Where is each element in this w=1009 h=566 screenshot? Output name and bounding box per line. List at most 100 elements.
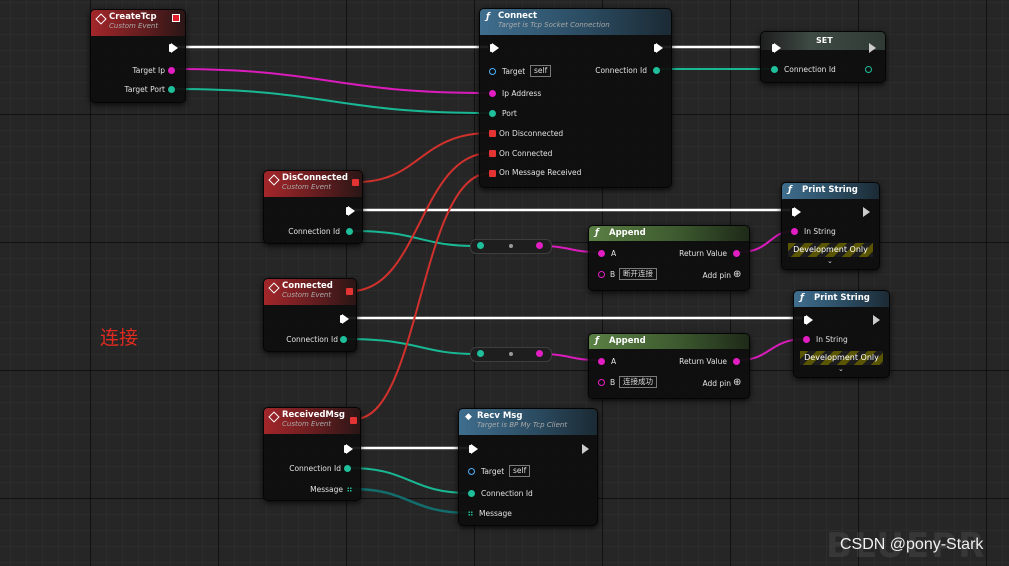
node-recv-msg[interactable]: ◆ Recv Msg Target is BP My Tcp Client Ta…: [458, 408, 598, 526]
node-set[interactable]: SET Connection Id: [760, 31, 886, 83]
pin-label-ip-address: Ip Address: [502, 89, 542, 98]
exec-out-pin[interactable]: [344, 444, 353, 454]
node-title: Print String: [814, 293, 870, 303]
connection-id-pin[interactable]: [340, 336, 347, 343]
target-pin[interactable]: [489, 68, 496, 75]
connection-id-pin[interactable]: [468, 490, 475, 497]
target-ip-pin[interactable]: [168, 67, 175, 74]
conversion-node-1[interactable]: [470, 239, 552, 254]
function-icon: ƒ: [595, 228, 599, 238]
on-message-received-pin[interactable]: [489, 170, 496, 177]
int-wire: [173, 88, 491, 114]
message-array-pin[interactable]: [468, 511, 473, 516]
node-disconnected[interactable]: DisConnected Custom Event Connection Id: [263, 170, 363, 244]
b-pin[interactable]: [598, 379, 605, 386]
connection-id-out-pin[interactable]: [865, 66, 872, 73]
int-wire: [349, 467, 470, 494]
event-icon: [268, 411, 280, 423]
on-disconnected-pin[interactable]: [489, 130, 496, 137]
exec-in-pin[interactable]: [490, 43, 499, 53]
delegate-out-pin[interactable]: [346, 288, 353, 295]
node-received-msg[interactable]: ReceivedMsg Custom Event Connection Id M…: [263, 407, 361, 501]
b-value-field[interactable]: 断开连接: [619, 268, 657, 280]
node-append-1[interactable]: ƒ Append A Return Value B 断开连接 Add pin ⊕: [588, 225, 750, 291]
connection-id-pin[interactable]: [344, 465, 351, 472]
delegate-wire: [350, 152, 491, 292]
exec-out-pin[interactable]: [346, 206, 355, 216]
exec-in-pin[interactable]: [804, 315, 813, 325]
conversion-node-2[interactable]: [470, 347, 552, 362]
node-header: ƒ Connect Target is Tcp Socket Connectio…: [480, 9, 671, 35]
b-pin[interactable]: [598, 271, 605, 278]
node-header: Connected Custom Event: [264, 279, 356, 305]
pin-label-in-string: In String: [804, 227, 836, 236]
ip-address-pin[interactable]: [489, 90, 496, 97]
b-value-field[interactable]: 连接成功: [619, 376, 657, 388]
connection-id-pin[interactable]: [346, 228, 353, 235]
target-port-pin[interactable]: [168, 86, 175, 93]
delegate-out-pin[interactable]: [352, 179, 359, 186]
a-pin[interactable]: [598, 250, 605, 257]
conversion-dot-icon: [509, 244, 513, 248]
node-print-string-2[interactable]: ƒ Print String In String Development Onl…: [793, 290, 890, 378]
return-value-pin[interactable]: [733, 358, 740, 365]
pin-label-on-connected: On Connected: [499, 149, 553, 158]
node-header: ƒ Print String: [782, 183, 879, 199]
exec-out-pin[interactable]: [873, 315, 881, 325]
node-title: Append: [609, 336, 646, 346]
add-pin-icon[interactable]: ⊕: [733, 269, 742, 280]
node-subtitle: Custom Event: [282, 420, 332, 428]
node-connect[interactable]: ƒ Connect Target is Tcp Socket Connectio…: [479, 8, 672, 188]
exec-out-pin[interactable]: [863, 207, 871, 217]
message-array-pin[interactable]: [347, 487, 352, 492]
comment-text: 连接: [100, 327, 139, 349]
chevron-down-icon[interactable]: ⌄: [838, 365, 844, 373]
development-only-banner: Development Only: [788, 243, 873, 257]
exec-in-pin[interactable]: [772, 43, 781, 53]
int-wire: [345, 338, 477, 355]
chevron-down-icon[interactable]: ⌄: [827, 257, 833, 265]
connection-id-out-pin[interactable]: [653, 67, 660, 74]
target-value-field[interactable]: self: [530, 65, 552, 77]
pin-label-target: Target: [481, 467, 505, 476]
exec-in-pin[interactable]: [792, 207, 801, 217]
target-value-field[interactable]: self: [509, 465, 531, 477]
in-string-pin[interactable]: [803, 336, 810, 343]
node-title: Print String: [802, 185, 858, 195]
node-print-string-1[interactable]: ƒ Print String In String Development Onl…: [781, 182, 880, 270]
csdn-watermark: CSDN @pony-Stark: [840, 536, 984, 553]
node-append-2[interactable]: ƒ Append A Return Value B 连接成功 Add pin ⊕: [588, 333, 750, 399]
return-value-pin[interactable]: [733, 250, 740, 257]
conversion-input-pin[interactable]: [477, 350, 484, 357]
function-icon: ƒ: [595, 336, 599, 346]
node-header: ƒ Append: [589, 334, 749, 349]
a-pin[interactable]: [598, 358, 605, 365]
in-string-pin[interactable]: [791, 228, 798, 235]
node-create-tcp[interactable]: CreateTcp Custom Event Target Ip Target …: [90, 9, 186, 103]
delegate-output-icon[interactable]: [172, 14, 180, 22]
node-title: Recv Msg: [477, 411, 523, 421]
on-connected-pin[interactable]: [489, 150, 496, 157]
delegate-out-pin[interactable]: [350, 417, 357, 424]
background-watermark: BLUEPR: [826, 526, 987, 566]
add-pin-label[interactable]: Add pin: [702, 271, 731, 280]
exec-out-pin[interactable]: [340, 314, 349, 324]
connection-id-in-pin[interactable]: [771, 66, 778, 73]
node-subtitle: Target is Tcp Socket Connection: [498, 21, 610, 29]
target-pin[interactable]: [468, 468, 475, 475]
add-pin-label[interactable]: Add pin: [702, 379, 731, 388]
exec-in-pin[interactable]: [469, 444, 478, 454]
pin-label-on-disconnected: On Disconnected: [499, 129, 564, 138]
conversion-input-pin[interactable]: [477, 242, 484, 249]
port-pin[interactable]: [489, 110, 496, 117]
exec-out-pin[interactable]: [169, 43, 178, 53]
exec-out-pin[interactable]: [582, 444, 590, 454]
exec-out-pin[interactable]: [654, 43, 663, 53]
add-pin-icon[interactable]: ⊕: [733, 377, 742, 388]
exec-out-pin[interactable]: [869, 43, 877, 53]
array-wire: [351, 487, 470, 515]
event-icon: [268, 282, 280, 294]
conversion-output-pin[interactable]: [536, 350, 543, 357]
conversion-output-pin[interactable]: [536, 242, 543, 249]
node-connected[interactable]: Connected Custom Event Connection Id: [263, 278, 357, 352]
